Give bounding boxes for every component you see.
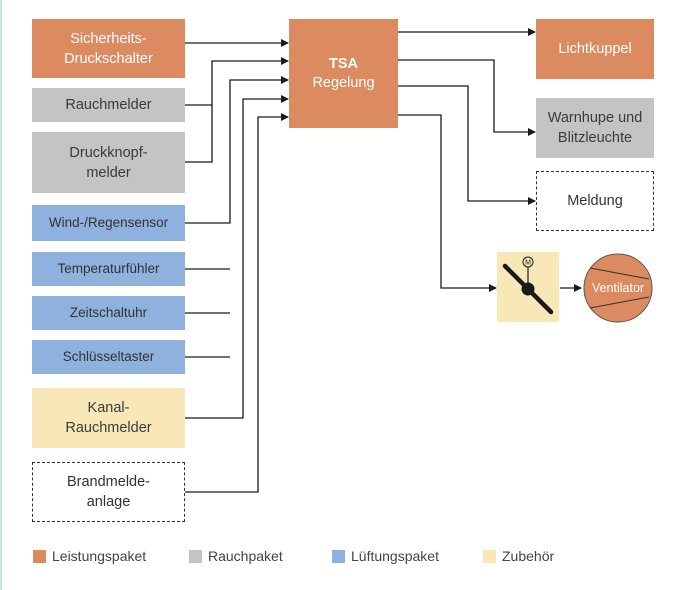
- tsa-regelung-box: TSA Regelung: [289, 19, 398, 128]
- wind-regensensor-box: Wind-/Regensensor: [32, 205, 185, 241]
- rauchmelder-box: Rauchmelder: [32, 88, 185, 122]
- legend-item-rauchpaket: Rauchpaket: [189, 548, 283, 564]
- tsa-subtitle: Regelung: [312, 74, 375, 91]
- motor-symbol: M: [525, 260, 531, 267]
- frame-edge: [0, 0, 2, 590]
- legend-label: Zubehör: [502, 548, 555, 564]
- legend-label: Lüftungspaket: [351, 548, 439, 564]
- kanal-rauchmelder-box: Kanal- Rauchmelder: [32, 388, 185, 448]
- tsa-title: TSA: [329, 55, 358, 72]
- warnhupe-blitzleuchte-box: Warnhupe und Blitzleuchte: [536, 98, 654, 158]
- legend-swatch: [189, 549, 202, 563]
- fan-icon: [583, 253, 653, 323]
- zeitschaltuhr-box: Zeitschaltuhr: [32, 296, 185, 330]
- legend-swatch: [33, 549, 46, 563]
- ventilator-label: Ventilator: [591, 281, 645, 295]
- legend-swatch: [332, 549, 345, 563]
- schluesseltaster-box: Schlüsseltaster: [32, 340, 185, 374]
- sicherheits-druckschalter-box: Sicherheits- Druckschalter: [32, 19, 185, 78]
- legend-item-lueftungspaket: Lüftungspaket: [332, 548, 439, 564]
- motorized-damper-icon: M: [497, 252, 559, 322]
- legend-label: Leistungspaket: [52, 548, 147, 564]
- legend-swatch: [483, 549, 496, 563]
- legend-item-zubehoer: Zubehör: [483, 548, 554, 564]
- brandmeldeanlage-box: Brandmelde- anlage: [32, 462, 185, 522]
- temperaturfuehler-box: Temperaturfühler: [32, 252, 185, 286]
- legend-label: Rauchpaket: [208, 548, 283, 564]
- lichtkuppel-box: Lichtkuppel: [536, 19, 654, 79]
- legend-item-leistungspaket: Leistungspaket: [33, 548, 146, 564]
- meldung-box: Meldung: [536, 171, 654, 231]
- druckknopfmelder-box: Druckknopf- melder: [32, 132, 185, 193]
